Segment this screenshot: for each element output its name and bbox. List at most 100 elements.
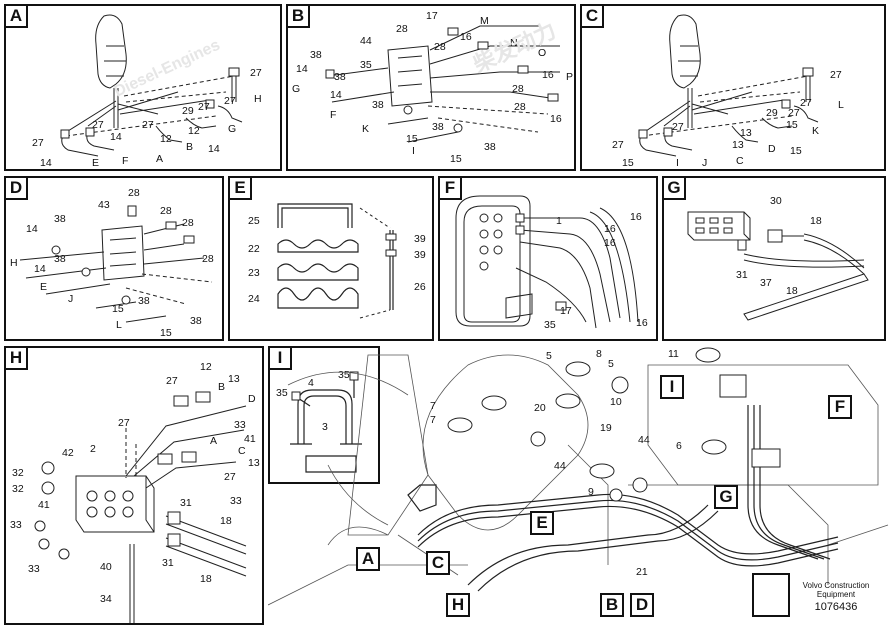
label: 14 [34,263,46,275]
panel-b-tag: B [288,6,310,28]
label: 3 [322,421,328,433]
label: 33 [230,495,242,507]
label: F [122,155,129,167]
label: 16 [550,113,562,125]
label: 31 [180,497,192,509]
label: 15 [450,153,462,165]
label: 14 [208,143,220,155]
label: 5 [608,358,614,370]
label: P [566,71,574,83]
label: 38 [54,213,66,225]
panel-g-tag: G [664,178,686,200]
panel-f-tag: F [440,178,462,200]
panel-f-drawing [455,195,639,329]
label: 35 [360,59,372,71]
label: 8 [596,348,602,360]
label: A [156,153,164,165]
label: 43 [98,199,110,211]
label: L [838,99,844,111]
label: 14 [40,157,52,169]
panel-a: A 27 27 H 27 29 12 G 14 27 27 14 27 12 B… [4,4,282,171]
label: 4 [308,377,314,389]
panel-b-drawing [325,25,560,143]
label: 42 [62,447,74,459]
label: D [248,393,256,405]
callout-h: H [446,593,470,617]
label: 21 [636,566,648,578]
panel-d-tag: D [6,178,28,200]
label: 30 [770,195,782,207]
label: 15 [790,145,802,157]
label: 14 [330,89,342,101]
panel-g: G 30 18 31 37 18 [662,176,886,341]
label: 38 [54,253,66,265]
panel-f: F 1 16 16 16 17 16 35 [438,176,658,341]
label: 38 [484,141,496,153]
label: G [292,83,301,95]
label: 27 [224,95,236,107]
label: 12 [160,133,172,145]
label: 33 [234,419,246,431]
callout-f: F [828,395,852,419]
label: E [92,157,100,169]
label: 13 [228,373,240,385]
label: 28 [128,187,140,199]
panel-c: C 27 27 L 29 27 15 13 K 27 27 13 D 15 15… [580,4,886,171]
label: 41 [244,433,256,445]
label: 32 [12,483,24,495]
label: 26 [414,281,426,293]
label: 27 [142,119,154,131]
label: 15 [406,133,418,145]
label: 34 [100,593,112,605]
label: 17 [560,305,572,317]
callout-i: I [660,375,684,399]
label: 38 [138,295,150,307]
label: 22 [248,243,260,255]
label: 18 [200,573,212,585]
label: C [238,445,246,457]
panel-h-drawing [34,391,247,623]
label: 27 [612,139,624,151]
label: 28 [202,253,214,265]
label: K [362,123,370,135]
label: 15 [160,327,172,339]
label: 27 [118,417,130,429]
label: H [10,257,18,269]
label: 38 [310,49,322,61]
label: 27 [224,471,236,483]
label: J [68,293,74,305]
credit-line-1: Volvo Construction [802,581,870,590]
label: 28 [160,205,172,217]
label: 18 [786,285,798,297]
label: 37 [760,277,772,289]
label: 35 [338,369,350,381]
label: 27 [32,137,44,149]
label: 31 [736,269,748,281]
label: 38 [190,315,202,327]
label: L [116,319,122,331]
label: 12 [188,125,200,137]
label: 33 [10,519,22,531]
label: 5 [546,350,552,362]
panel-e: E 25 39 22 39 23 26 24 [228,176,434,341]
label: 14 [26,223,38,235]
panel-a-tag: A [6,6,28,28]
credit-block: Volvo Construction Equipment 1076436 [782,581,890,613]
panel-h: H 12 27 B 13 D 27 A 33 2 41 C 13 42 32 3… [4,346,264,625]
label: 16 [636,317,648,329]
label: 19 [600,422,612,434]
label: 10 [610,396,622,408]
label: 16 [604,223,616,235]
label: N [510,37,518,49]
panel-a-drawing [60,14,243,157]
label: 23 [248,267,260,279]
label: 35 [276,387,288,399]
label: 6 [676,440,682,452]
label: 2 [90,443,96,455]
panel-d-drawing [19,205,213,323]
label: 38 [334,71,346,83]
label: I [676,157,679,169]
panel-i-tag: I [270,348,292,370]
part-number: 1076436 [814,601,858,613]
label: 16 [604,237,616,249]
